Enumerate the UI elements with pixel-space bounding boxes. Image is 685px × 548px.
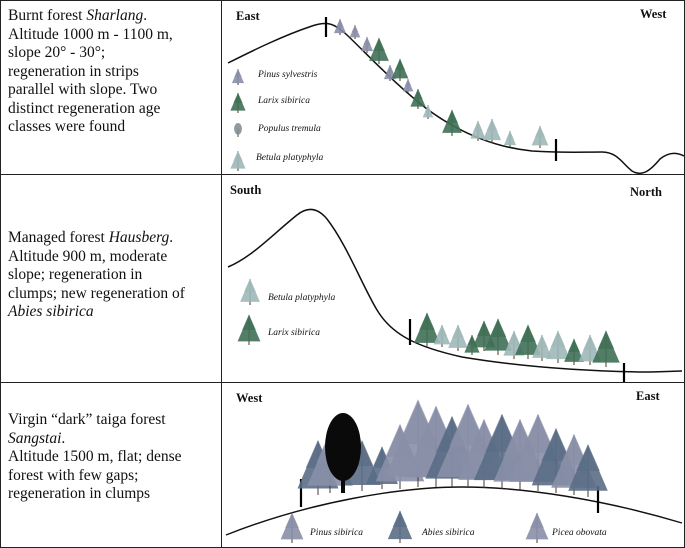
direction-right: North bbox=[630, 185, 662, 199]
tree-icon bbox=[592, 330, 620, 367]
larix-sibirica-icon bbox=[237, 314, 261, 345]
direction-right: East bbox=[636, 389, 660, 403]
tree-icon bbox=[515, 324, 541, 359]
pinus-sylvestris-icon bbox=[231, 68, 245, 85]
tree-icon bbox=[564, 338, 584, 365]
tree-icon bbox=[448, 324, 468, 351]
tree-icon bbox=[442, 109, 462, 136]
populus-tremula-icon bbox=[234, 123, 242, 137]
legend-larix-sibirica: Larix sibirica bbox=[258, 96, 310, 106]
figure-cell-hausberg: South North Betula platyphyla Larix sibi… bbox=[222, 175, 685, 383]
row-sangstai: Virgin “dark” taiga forest Sangstai. Alt… bbox=[0, 382, 685, 548]
direction-left: West bbox=[236, 391, 263, 405]
figure-cell-sharlang: East West Pinus sylvestris Larix sibiric… bbox=[222, 1, 685, 175]
desc-line: Altitude 1000 m - 1100 m, bbox=[8, 25, 173, 43]
row-sharlang: Burnt forest Sharlang. Altitude 1000 m -… bbox=[0, 0, 685, 175]
tree-icon bbox=[410, 88, 426, 109]
desc-suffix: . bbox=[61, 429, 66, 447]
tree-icon bbox=[414, 312, 440, 347]
dark-taiga-tree-icon bbox=[325, 413, 361, 493]
direction-left: East bbox=[236, 9, 260, 23]
description-hausberg: Managed forest Hausberg. Altitude 900 m,… bbox=[8, 229, 218, 322]
desc-line: slope; regeneration in bbox=[8, 266, 143, 283]
desc-prefix: Burnt forest bbox=[8, 7, 87, 24]
tree-icon bbox=[568, 443, 608, 497]
desc-suffix: . bbox=[169, 229, 174, 246]
site-name: Sharlang bbox=[86, 7, 144, 24]
tree-icon bbox=[545, 330, 571, 363]
desc-line: forest with few gaps; bbox=[8, 466, 139, 484]
description-cell-sharlang: Burnt forest Sharlang. Altitude 1000 m -… bbox=[0, 1, 222, 175]
picea-obovata-icon bbox=[525, 512, 549, 543]
desc-prefix: Managed forest bbox=[8, 229, 109, 246]
legend-larix-sibirica: Larix sibirica bbox=[268, 328, 320, 338]
tree-icon bbox=[391, 58, 409, 81]
desc-species: Abies sibirica bbox=[8, 303, 94, 320]
desc-line: Altitude 900 m, moderate bbox=[8, 247, 168, 265]
desc-line: Altitude 1500 m, flat; dense bbox=[8, 448, 182, 465]
description-cell-sangstai: Virgin “dark” taiga forest Sangstai. Alt… bbox=[0, 383, 222, 547]
abies-sibirica-icon bbox=[387, 510, 413, 543]
profile-sangstai bbox=[225, 399, 683, 543]
tree-icon bbox=[484, 318, 512, 355]
tree-icon bbox=[531, 125, 549, 148]
desc-line: parallel with slope. Two bbox=[8, 81, 158, 98]
profile-hausberg bbox=[227, 208, 683, 383]
betula-platyphyla-icon bbox=[230, 150, 246, 171]
tree-icon bbox=[333, 18, 347, 35]
legend-picea-obovata: Picea obovata bbox=[552, 528, 607, 538]
tree-icon bbox=[532, 334, 552, 361]
terrain-profile-line bbox=[225, 486, 683, 536]
description-sharlang: Burnt forest Sharlang. Altitude 1000 m -… bbox=[8, 7, 218, 137]
row-hausberg: Managed forest Hausberg. Altitude 900 m,… bbox=[0, 174, 685, 383]
desc-line: clumps; new regeneration of bbox=[8, 284, 185, 302]
description-cell-hausberg: Managed forest Hausberg. Altitude 900 m,… bbox=[0, 175, 222, 383]
direction-left: South bbox=[230, 183, 262, 197]
tree-icon bbox=[433, 324, 451, 347]
larix-sibirica-icon bbox=[230, 92, 246, 113]
legend-abies-sibirica: Abies sibirica bbox=[422, 528, 475, 538]
tree-icon bbox=[349, 24, 361, 39]
legend-betula-platyphyla: Betula platyphyla bbox=[268, 293, 336, 303]
pinus-sibirica-icon bbox=[280, 512, 304, 543]
tree-icon bbox=[578, 334, 602, 365]
figure-cell-sangstai: West East Pinus sibirica Abies sibirica … bbox=[222, 383, 685, 547]
legend-betula-platyphyla: Betula platyphyla bbox=[256, 153, 324, 163]
profile-sharlang bbox=[227, 17, 684, 175]
tree-icon bbox=[482, 118, 502, 143]
desc-suffix: . bbox=[143, 7, 148, 24]
tree-icon bbox=[402, 78, 414, 93]
legend-pinus-sylvestris: Pinus sylvestris bbox=[258, 70, 318, 80]
desc-line: classes were found bbox=[8, 118, 126, 135]
betula-platyphyla-icon bbox=[240, 278, 260, 305]
tree-icon bbox=[369, 37, 389, 64]
tree-icon bbox=[422, 104, 434, 119]
description-sangstai: Virgin “dark” taiga forest Sangstai. Alt… bbox=[8, 411, 218, 504]
site-name: Sangstai bbox=[8, 429, 62, 447]
tree-icon bbox=[470, 120, 486, 141]
terrain-profile-line bbox=[227, 22, 684, 175]
direction-right: West bbox=[640, 7, 667, 21]
desc-line: regeneration in strips bbox=[8, 62, 139, 80]
tree-icon bbox=[464, 334, 480, 355]
desc-line: regeneration in clumps bbox=[8, 485, 151, 502]
desc-line: distinct regeneration age bbox=[8, 99, 161, 117]
desc-line: slope 20° - 30°; bbox=[8, 44, 106, 61]
tree-icon bbox=[360, 36, 374, 53]
legend-populus-tremula: Populus tremula bbox=[258, 124, 321, 134]
tree-icon bbox=[503, 130, 517, 147]
desc-line: Virgin “dark” taiga forest bbox=[8, 411, 166, 428]
legend-pinus-sibirica: Pinus sibirica bbox=[310, 528, 364, 538]
site-name: Hausberg bbox=[108, 229, 170, 246]
